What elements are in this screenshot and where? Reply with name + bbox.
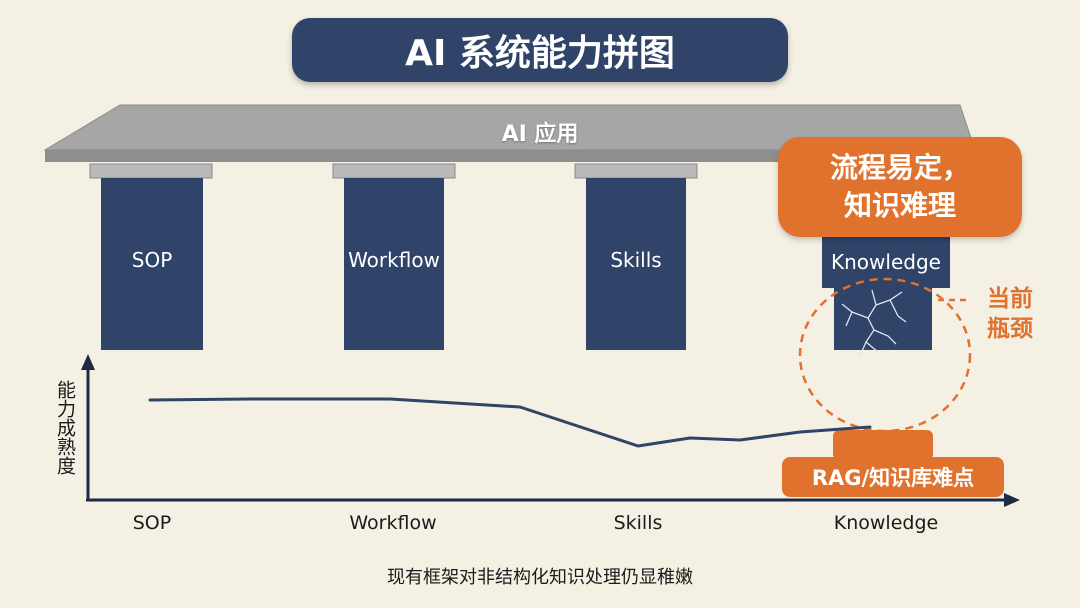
footer-caption: 现有框架对非结构化知识处理仍显稚嫩 — [387, 567, 693, 588]
pillar-label-skills: Skills — [610, 248, 662, 272]
x-axis-arrow-icon — [1004, 493, 1020, 507]
beam-label: AI 应用 — [501, 122, 579, 147]
bottleneck-line-1: 当前 — [987, 286, 1033, 312]
y-axis-label: 能力成熟度 — [54, 380, 76, 475]
pillar-cap-sop — [89, 163, 213, 179]
bottleneck-label: 当前 瓶颈 — [975, 284, 1045, 344]
pillar-label-workflow: Workflow — [348, 248, 440, 272]
callout-line-2: 知识难理 — [843, 189, 956, 222]
beam-front-face — [45, 150, 975, 162]
crack-icon — [841, 289, 907, 357]
rag-block-top — [833, 430, 933, 460]
pillar-cap-workflow — [332, 163, 456, 179]
x-label-sop: SOP — [132, 512, 172, 534]
pillar-skills — [586, 178, 686, 350]
rag-difficulty-label: RAG/知识库难点 — [782, 457, 1004, 497]
x-label-skills: Skills — [613, 512, 663, 534]
x-label-workflow: Workflow — [349, 512, 437, 534]
y-axis-arrow-icon — [81, 354, 95, 370]
pillar-knowledge-lower — [834, 288, 932, 350]
maturity-curve — [148, 397, 872, 448]
x-label-knowledge: Knowledge — [833, 512, 939, 534]
callout-line-1: 流程易定， — [829, 151, 970, 184]
pillar-label-sop: SOP — [131, 248, 173, 272]
callout-process-knowledge: 流程易定， 知识难理 — [778, 137, 1022, 237]
bottleneck-line-2: 瓶颈 — [987, 316, 1033, 342]
pillar-workflow — [344, 178, 444, 350]
page-title: AI 系统能力拼图 — [292, 18, 788, 82]
pillar-label-knowledge: Knowledge — [831, 250, 941, 274]
pillar-sop — [101, 178, 203, 350]
pillar-cap-skills — [574, 163, 698, 179]
